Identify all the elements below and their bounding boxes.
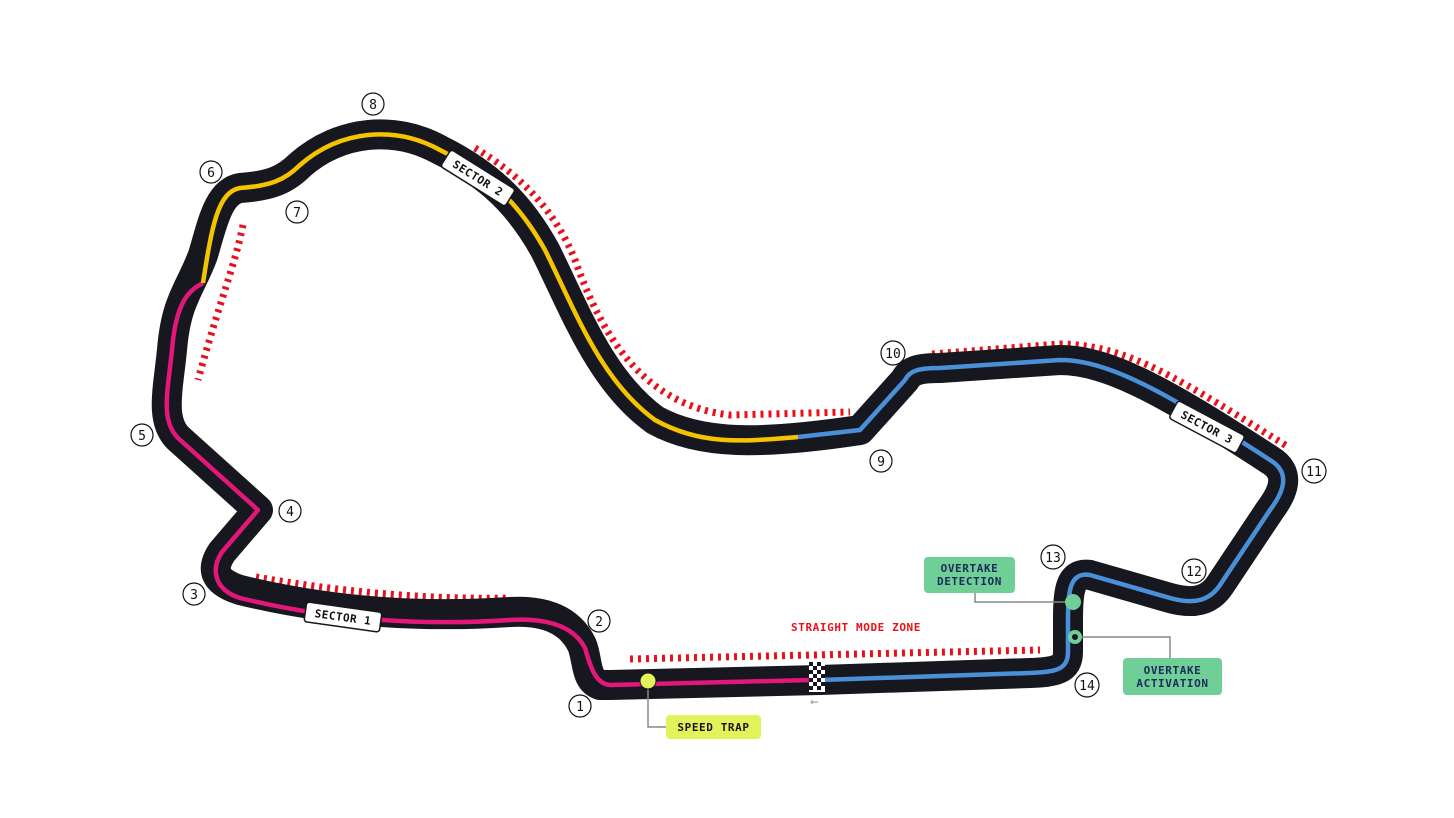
svg-text:3: 3 [190, 588, 198, 603]
turn-9-marker: 9 [869, 449, 893, 473]
overtake-detection-label-line2: DETECTION [936, 575, 1002, 588]
speed-trap-marker [639, 672, 668, 728]
svg-text:1: 1 [576, 700, 584, 715]
sector-1-label: SECTOR 1 [303, 601, 383, 633]
overtake-detection-marker [974, 591, 1081, 610]
turn-10-marker: 10 [880, 340, 906, 366]
sector-3-line [797, 357, 1286, 683]
turn-11-marker: 11 [1301, 458, 1327, 484]
turn-14-marker: 14 [1074, 672, 1100, 698]
overtake-detection-label-line1: OVERTAKE [940, 562, 999, 575]
svg-text:12: 12 [1186, 565, 1202, 580]
svg-text:13: 13 [1045, 551, 1061, 566]
turn-markers: 1 2 3 4 5 6 7 8 9 10 11 12 13 14 [130, 92, 1327, 718]
svg-text:11: 11 [1306, 465, 1322, 480]
overtake-activation-label-line2: ACTIVATION [1136, 676, 1209, 690]
turn-13-marker: 13 [1040, 544, 1066, 570]
turn-8-marker: 8 [361, 92, 385, 116]
speed-trap-label: SPEED TRAP [677, 720, 750, 734]
drs-zone-markers [194, 144, 1292, 663]
svg-text:7: 7 [293, 206, 301, 221]
overtake-activation-callout: OVERTAKE ACTIVATION [1123, 658, 1222, 695]
turn-6-marker: 6 [199, 160, 223, 184]
start-finish-line [809, 662, 825, 692]
svg-text:14: 14 [1079, 679, 1095, 694]
svg-text:2: 2 [595, 615, 603, 630]
turn-4-marker: 4 [278, 499, 302, 523]
turn-1-marker: 1 [568, 694, 592, 718]
svg-text:8: 8 [369, 98, 377, 113]
sector-1-line [164, 281, 811, 688]
svg-text:4: 4 [286, 505, 294, 520]
turn-2-marker: 2 [587, 609, 611, 633]
speed-trap-callout: SPEED TRAP [666, 715, 761, 739]
turn-7-marker: 7 [285, 200, 309, 224]
svg-text:6: 6 [207, 166, 215, 181]
turn-3-marker: 3 [182, 582, 206, 606]
svg-text:10: 10 [885, 347, 901, 362]
straight-mode-zone-label: STRAIGHT MODE ZONE [791, 621, 922, 634]
direction-arrow-icon: ← [810, 694, 819, 710]
overtake-activation-label-line1: OVERTAKE [1143, 663, 1202, 677]
svg-text:9: 9 [877, 455, 885, 470]
track-asphalt [151, 119, 1299, 700]
svg-text:5: 5 [138, 429, 146, 444]
overtake-detection-callout: OVERTAKE DETECTION [924, 557, 1015, 593]
turn-5-marker: 5 [130, 423, 154, 447]
overtake-activation-marker [1068, 630, 1171, 658]
turn-12-marker: 12 [1181, 558, 1207, 584]
